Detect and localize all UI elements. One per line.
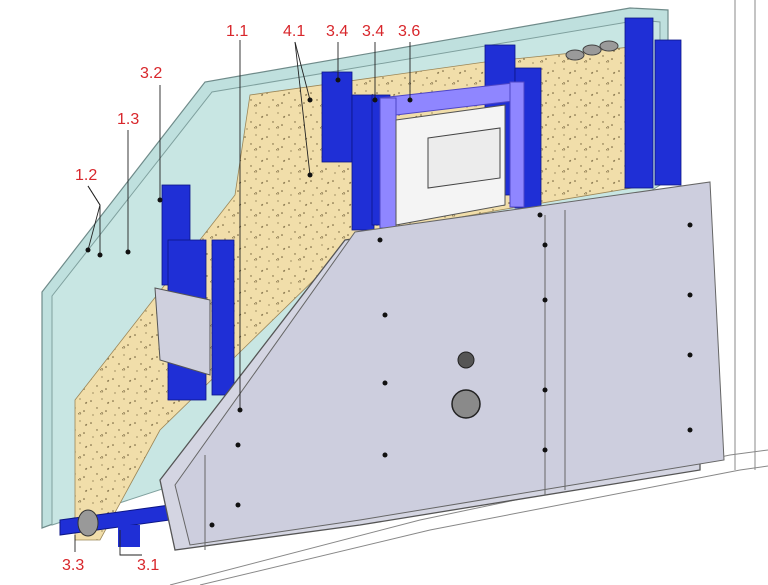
installation-frame <box>378 81 525 229</box>
screw-points <box>209 212 693 528</box>
connection-plate <box>154 287 211 376</box>
label-1-1: 1.1 <box>226 23 248 40</box>
label-1-3: 1.3 <box>117 111 139 128</box>
label-4-1: 4.1 <box>283 23 305 40</box>
label-3-4-a: 3.4 <box>326 23 348 40</box>
label-3-4-b: 3.4 <box>362 23 384 40</box>
cistern-box <box>395 104 506 226</box>
label-3-1: 3.1 <box>137 557 159 574</box>
label-3-2: 3.2 <box>140 65 162 82</box>
pipes <box>565 40 619 61</box>
label-1-2: 1.2 <box>75 167 97 184</box>
label-3-3: 3.3 <box>62 557 84 574</box>
leader-dots <box>85 77 413 413</box>
label-3-6: 3.6 <box>398 23 420 40</box>
pipe-openings <box>77 351 481 537</box>
leader-lines <box>74 40 411 556</box>
front-board-inner <box>174 181 725 546</box>
